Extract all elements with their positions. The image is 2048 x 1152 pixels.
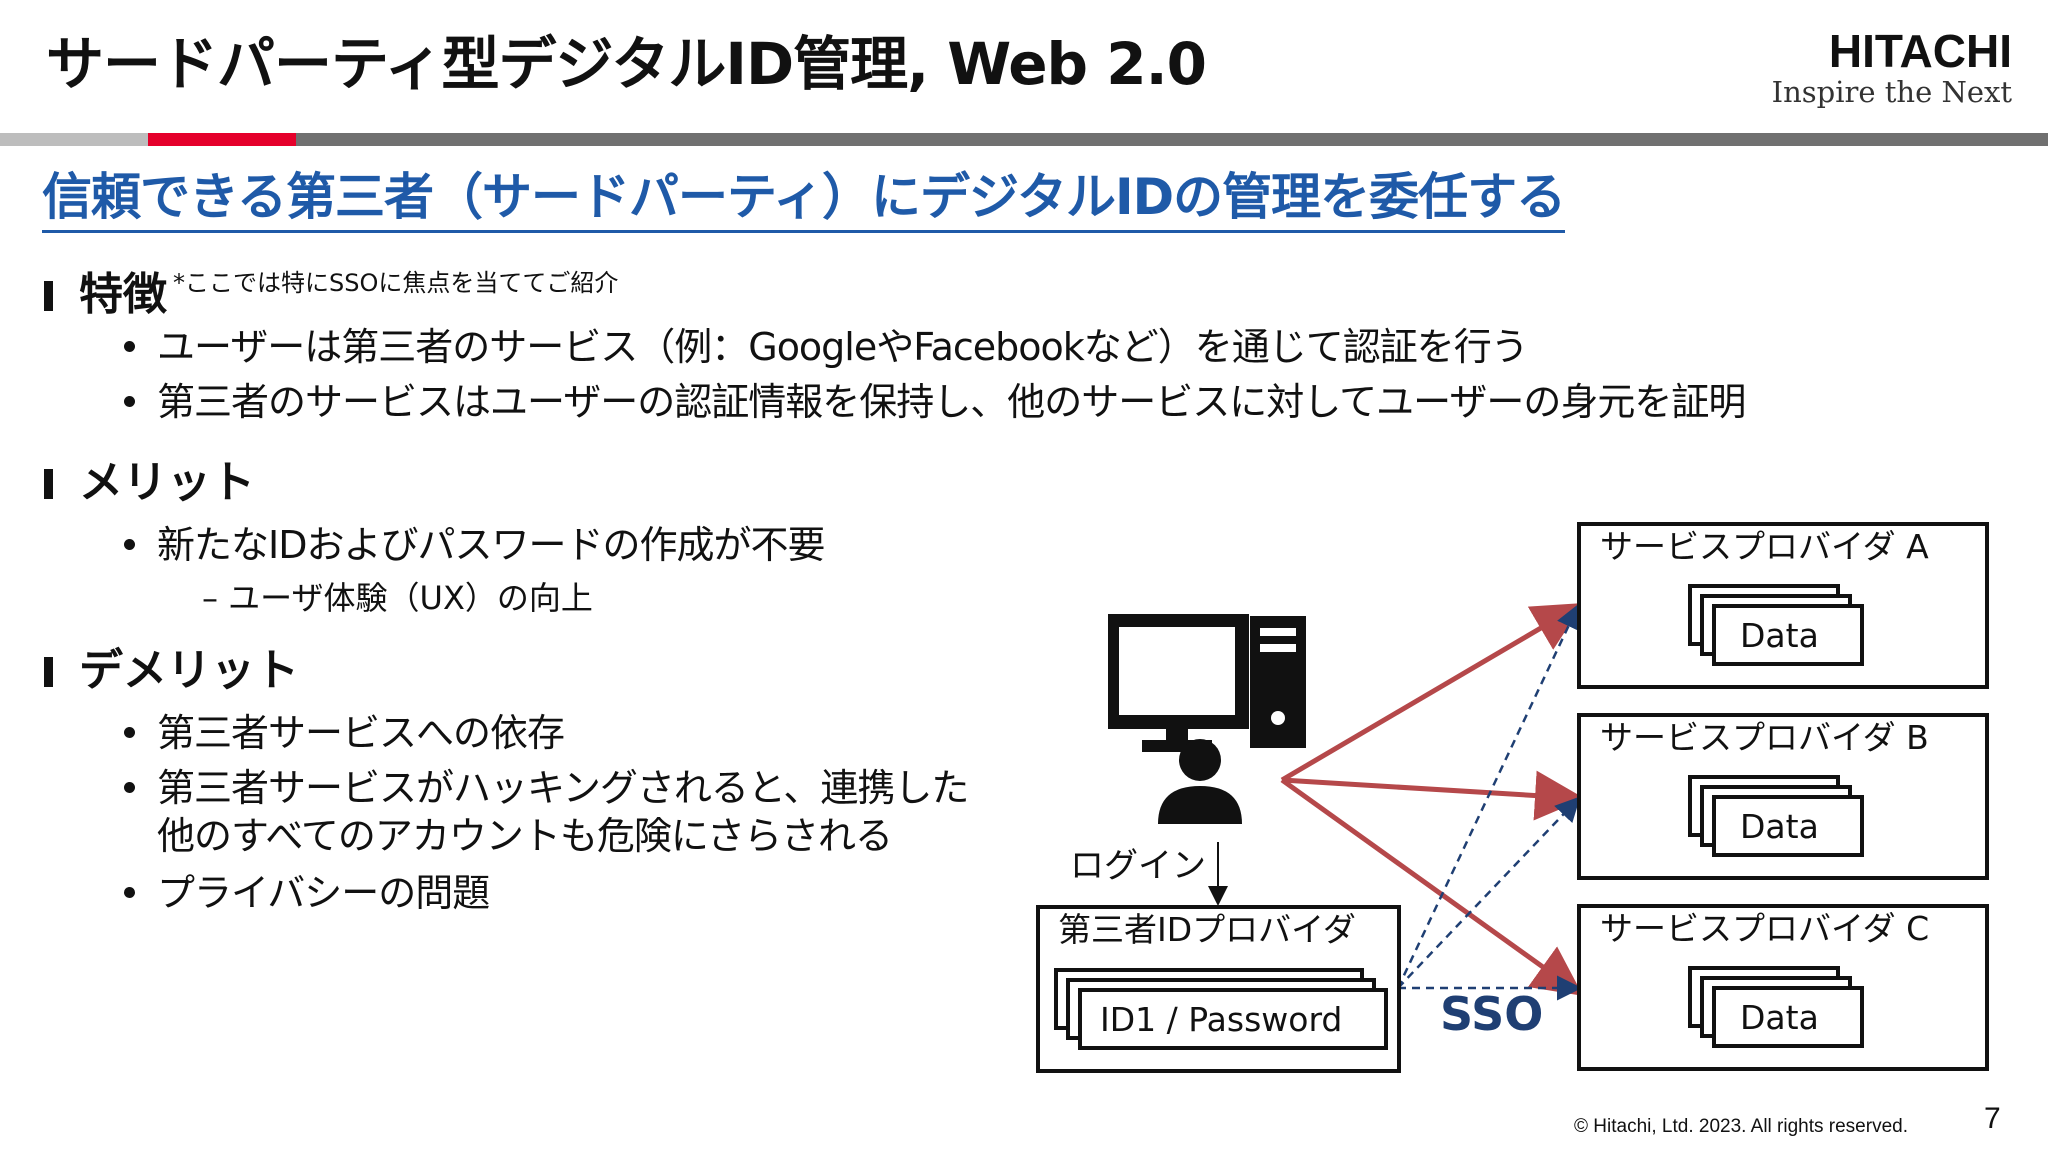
demerits-bullet-2: 第三者サービスがハッキングされると、連携した (124, 763, 969, 813)
provider-a-data-card-front (1712, 604, 1864, 666)
features-heading: 特徴*ここでは特にSSOに焦点を当ててご紹介 (44, 256, 618, 322)
provider-b-data-text: Data (1740, 807, 1819, 846)
red-arrow-to-provider-c (1280, 777, 1584, 996)
features-heading-text: 特徴 (79, 269, 167, 320)
sso-arrow-to-provider-a (1396, 603, 1580, 989)
demerits-heading-text: デメリット (79, 645, 299, 696)
credential-card-front (1078, 988, 1388, 1050)
idp-title: 第三者IDプロバイダ (1058, 910, 1356, 949)
demerits-bullet-1-text: 第三者サービスへの依存 (157, 711, 565, 755)
logo-wordmark: HITACHI (1828, 25, 2012, 77)
header-divider-light-segment (0, 133, 148, 146)
slide-title: サードパーティ型デジタルID管理, Web 2.0 (46, 30, 1207, 98)
credential-text: ID1 / Password (1100, 1000, 1343, 1039)
heading-marker (44, 657, 53, 687)
merits-heading: メリット (44, 456, 255, 510)
merits-sub-bullet: – ユーザ体験（UX）の向上 (202, 579, 593, 617)
merits-bullet-1: 新たなIDおよびパスワードの作成が不要 (124, 520, 825, 570)
provider-a-data-text: Data (1740, 616, 1819, 655)
demerits-bullet-3: プライバシーの問題 (124, 868, 490, 918)
logo-tagline: Inspire the Next (1771, 75, 2012, 109)
bullet-dot (124, 539, 135, 550)
demerits-bullet-2-text: 第三者サービスがハッキングされると、連携した (157, 766, 969, 810)
demerits-bullet-1: 第三者サービスへの依存 (124, 708, 565, 758)
features-note: *ここでは特にSSOに焦点を当ててご紹介 (173, 269, 619, 297)
sso-arrow-to-provider-b (1397, 796, 1581, 989)
demerits-heading: デメリット (44, 644, 299, 698)
provider-c-title: サービスプロバイダ C (1600, 909, 1930, 948)
provider-c-data-text: Data (1740, 998, 1819, 1037)
heading-marker (44, 281, 53, 311)
bullet-dot (124, 396, 135, 407)
bullet-dot (124, 727, 135, 738)
merits-heading-text: メリット (79, 457, 255, 508)
header-divider-red-accent (148, 133, 296, 146)
header-divider (0, 133, 2048, 146)
provider-b-title: サービスプロバイダ B (1600, 718, 1929, 757)
red-arrow-to-provider-b (1281, 770, 1585, 821)
computer-user-icon (1108, 614, 1306, 824)
slide-subtitle: 信頼できる第三者（サードパーティ）にデジタルIDの管理を委任する (42, 164, 1566, 233)
features-bullet-1: ユーザーは第三者のサービス（例：GoogleやFacebookなど）を通じて認証… (124, 322, 1529, 372)
features-bullet-2: 第三者のサービスはユーザーの認証情報を保持し、他のサービスに対してユーザーの身元… (124, 377, 1746, 427)
sso-label: SSO (1440, 987, 1544, 1041)
provider-a-title: サービスプロバイダ A (1600, 527, 1929, 566)
demerits-bullet-2-continued: 他のすべてのアカウントも危険にさらされる (157, 814, 893, 858)
bullet-dot (124, 782, 135, 793)
demerits-bullet-3-text: プライバシーの問題 (157, 871, 490, 915)
bullet-dot (124, 887, 135, 898)
copyright: © Hitachi, Ltd. 2023. All rights reserve… (1574, 1116, 1908, 1137)
heading-marker (44, 469, 53, 499)
hitachi-logo: HITACHI Inspire the Next (1742, 28, 2012, 110)
page-number: 7 (1984, 1102, 2001, 1135)
features-bullet-1-text: ユーザーは第三者のサービス（例：GoogleやFacebookなど）を通じて認証… (157, 325, 1529, 369)
login-label: ログイン (1070, 846, 1206, 886)
red-arrow-to-provider-a (1280, 602, 1584, 783)
bullet-dot (124, 341, 135, 352)
merits-bullet-1-text: 新たなIDおよびパスワードの作成が不要 (157, 523, 825, 567)
provider-b-data-card-front (1712, 795, 1864, 857)
provider-c-data-card-front (1712, 986, 1864, 1048)
features-bullet-2-text: 第三者のサービスはユーザーの認証情報を保持し、他のサービスに対してユーザーの身元… (157, 380, 1746, 424)
